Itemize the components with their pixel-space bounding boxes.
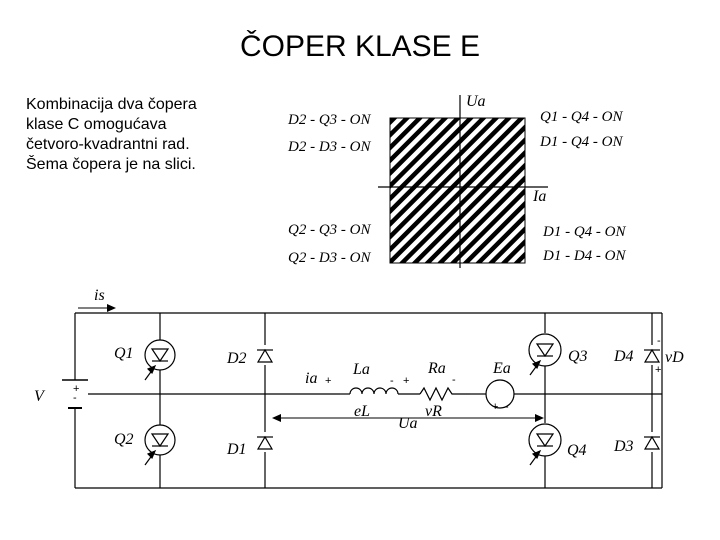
left-leg [88,313,340,488]
description-line: Šema čopera je na slici. [26,156,196,173]
label-q1: Q1 [114,345,134,362]
label-d3: D3 [613,438,634,455]
transistor-q3 [528,333,562,376]
transistor-q4 [528,423,562,466]
label-d2: D2 [226,350,247,367]
hatched-region [389,117,526,264]
transistor-q1 [144,339,176,381]
label-q4: Q4 [567,442,587,459]
label-vd: vD [665,349,684,366]
el-plus: + [403,375,409,387]
v-plus: + [73,383,79,395]
right-leg [520,313,662,488]
label-ea: Ea [492,360,511,377]
diode-d2 [256,348,274,363]
v-minus: - [73,392,77,404]
quadrant-2-line-2: D2 - D3 - ON [287,139,371,155]
label-ua: Ua [398,415,418,432]
vd-plus: + [655,364,661,376]
x-axis-label: Ia [532,188,546,205]
inductor-la [340,387,420,395]
is-label: is [94,287,105,304]
quadrant-4-line-1: D1 - Q4 - ON [542,224,626,240]
label-ia: ia [305,370,317,387]
circuit [62,312,663,489]
label-q3: Q3 [568,348,588,365]
description-line: četvoro-kvadrantni rad. [26,136,190,153]
description-line: Kombinacija dva čopera [26,96,197,113]
quadrant-2-line-1: D2 - Q3 - ON [287,112,371,128]
ua-arrow [272,414,544,422]
label-la: La [352,361,370,378]
description-line: klase C omogućava [26,116,167,133]
el-minus: - [390,375,394,387]
diode-d3 [643,435,661,450]
quadrant-3-line-2: Q2 - D3 - ON [288,250,371,266]
ra-minus: - [452,374,456,386]
label-el: eL [354,403,370,420]
quadrant-3-line-1: Q2 - Q3 - ON [288,222,371,238]
transistor-q2 [144,424,176,466]
label-vr: vR [425,403,442,420]
quadrant-4-line-2: D1 - D4 - ON [542,248,626,264]
description: Kombinacija dva čopera klase C omogućava… [26,95,246,175]
quadrant-diagram: Ua Ia D2 - Q3 - ON D2 - D3 - ON Q1 - Q4 … [287,93,626,268]
ea-plus: + [492,401,498,413]
diode-d4 [643,348,661,363]
emf-ea [470,379,520,409]
label-d1: D1 [226,441,247,458]
quadrant-1-line-1: Q1 - Q4 - ON [540,109,623,125]
ea-minus: - [505,401,509,413]
ia-plus: + [325,375,331,387]
resistor-ra [419,386,470,402]
vd-minus: - [657,335,661,347]
diode-d1 [256,435,274,450]
quadrant-1-line-2: D1 - Q4 - ON [539,134,623,150]
y-axis-label: Ua [466,93,486,110]
v-label: V [34,388,46,405]
label-ra: Ra [427,360,446,377]
page-title: ČOPER KLASE E [239,30,481,63]
label-d4: D4 [613,348,634,365]
label-q2: Q2 [114,431,134,448]
is-arrow [78,304,116,312]
